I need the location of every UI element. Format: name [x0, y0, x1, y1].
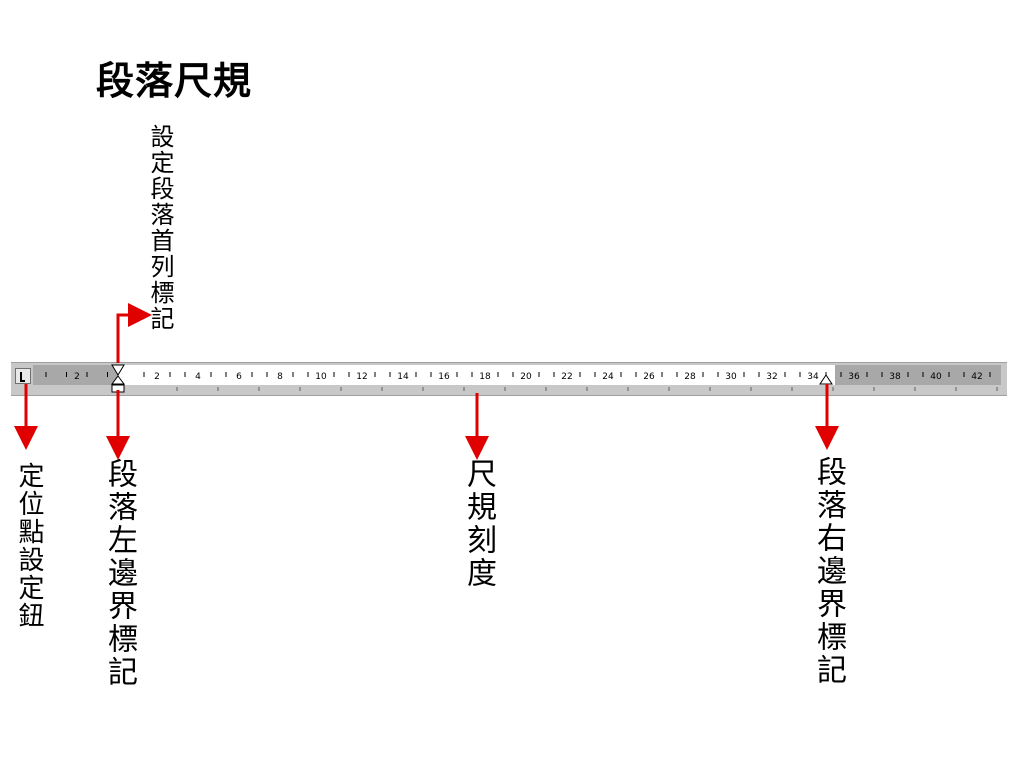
ruler-tick-label: 40 — [930, 372, 942, 382]
ruler-text-area — [118, 365, 835, 385]
tab-button-label: 定位點設定鈕 — [14, 462, 44, 630]
ruler-tick-label: 6 — [236, 372, 242, 382]
tab-stop-icon[interactable] — [15, 368, 31, 384]
ruler-tick-label: 2 — [154, 372, 160, 382]
ruler-tick-label: 10 — [315, 372, 327, 382]
ruler-tick-label: 22 — [561, 372, 572, 382]
ruler-tick-label: 18 — [479, 372, 491, 382]
ruler-tick-label: 34 — [807, 372, 819, 382]
ruler-tick-label: 16 — [438, 372, 450, 382]
ruler-tick-label: 26 — [643, 372, 655, 382]
ruler-tick-label: 14 — [397, 372, 409, 382]
ruler-scale-label: 尺規刻度 — [461, 458, 496, 590]
first-line-arrow — [116, 303, 152, 363]
ruler-tick-label: 20 — [520, 372, 532, 382]
page-title: 段落尺規 — [96, 59, 253, 103]
ruler-tick-label: 32 — [766, 372, 777, 382]
ruler-tick-label: 42 — [971, 372, 982, 382]
ruler-tick-label: 28 — [684, 372, 696, 382]
right-margin-label: 段落右邊界標記 — [811, 456, 846, 687]
first-line-indent-icon — [111, 364, 125, 376]
left-indent-marker[interactable] — [111, 363, 125, 395]
ruler-tick-label: 12 — [356, 372, 367, 382]
ruler-tick-label: 30 — [725, 372, 737, 382]
ruler-right-margin-area — [835, 365, 1001, 385]
left-indent-icon — [111, 375, 125, 385]
first-line-marker-label: 設定段落首列標記 — [146, 124, 174, 332]
ruler-tick-label: 8 — [277, 372, 283, 382]
ruler-tick-label: 2 — [74, 372, 80, 382]
left-margin-label: 段落左邊界標記 — [102, 458, 137, 689]
ruler-tick-label: 38 — [889, 372, 901, 382]
ruler-tick-label: 24 — [602, 372, 614, 382]
ruler-left-margin-area — [33, 365, 118, 385]
ruler-tick-label: 36 — [848, 372, 860, 382]
ruler-tick-label: 4 — [195, 372, 201, 382]
